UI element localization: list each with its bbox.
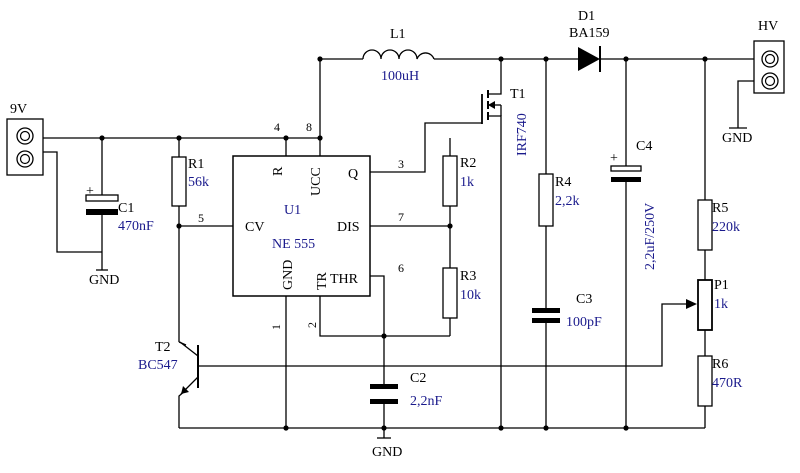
ic-pin-tr-label: TR bbox=[315, 271, 330, 290]
ic-ref-label: U1 bbox=[284, 203, 301, 218]
pin-number-6: 6 bbox=[398, 261, 404, 275]
r5-value: 220k bbox=[712, 220, 740, 235]
d1-value: BA159 bbox=[569, 26, 609, 41]
wires bbox=[43, 58, 754, 438]
r6-value: 470R bbox=[712, 376, 743, 391]
diode-d1 bbox=[578, 46, 601, 72]
c1-polarity: + bbox=[86, 184, 94, 199]
ground-label-hv: GND bbox=[722, 131, 752, 146]
pin-number-3: 3 bbox=[398, 157, 404, 171]
pin-number-1: 1 bbox=[269, 324, 283, 330]
c2-value: 2,2nF bbox=[410, 394, 443, 409]
pin-number-8: 8 bbox=[306, 120, 312, 134]
r3-value: 10k bbox=[460, 288, 481, 303]
input-connector-label: 9V bbox=[10, 102, 27, 117]
output-connector-label: HV bbox=[758, 19, 778, 34]
output-connector-hv bbox=[753, 40, 785, 94]
r4-value: 2,2k bbox=[555, 194, 580, 209]
r6-ref: R6 bbox=[712, 357, 728, 372]
t2-value: BC547 bbox=[138, 358, 178, 373]
resistor-r5 bbox=[697, 199, 713, 251]
capacitor-c3 bbox=[532, 308, 560, 323]
ic-part-label: NE 555 bbox=[272, 237, 315, 252]
ground-label-c2: GND bbox=[372, 445, 402, 460]
ic-pin-r-label: R bbox=[271, 166, 286, 176]
r2-ref: R2 bbox=[460, 156, 476, 171]
c4-polarity: + bbox=[610, 151, 618, 166]
t1-value: IRF740 bbox=[515, 113, 530, 156]
t1-ref: T1 bbox=[510, 87, 526, 102]
ic-pin-q-label: Q bbox=[348, 167, 358, 182]
resistor-r3 bbox=[442, 267, 458, 319]
inductor-l1 bbox=[362, 49, 435, 60]
ground-label-c1: GND bbox=[89, 273, 119, 288]
ic-pin-gnd-label: GND bbox=[281, 260, 296, 290]
d1-ref: D1 bbox=[578, 9, 595, 24]
mosfet-t1 bbox=[481, 84, 502, 124]
r5-ref: R5 bbox=[712, 201, 728, 216]
ic-ne555-body bbox=[232, 155, 371, 297]
c2-ref: C2 bbox=[410, 371, 426, 386]
capacitor-c4 bbox=[610, 165, 642, 182]
l1-value: 100uH bbox=[381, 69, 419, 84]
ic-pin-dis-label: DIS bbox=[337, 220, 360, 235]
ic-pin-cv-label: CV bbox=[245, 220, 264, 235]
c3-ref: C3 bbox=[576, 292, 592, 307]
l1-ref: L1 bbox=[390, 27, 406, 42]
pin-number-4: 4 bbox=[274, 120, 280, 134]
ic-pin-ucc-label: UCC bbox=[309, 167, 324, 196]
r1-value: 56k bbox=[188, 175, 209, 190]
transistor-t2 bbox=[179, 341, 199, 395]
r4-ref: R4 bbox=[555, 175, 571, 190]
c1-value: 470nF bbox=[118, 219, 154, 234]
resistor-r2 bbox=[442, 155, 458, 207]
resistor-r1 bbox=[171, 156, 187, 207]
r1-ref: R1 bbox=[188, 157, 204, 172]
potentiometer-p1 bbox=[686, 279, 713, 331]
c4-ref: C4 bbox=[636, 139, 652, 154]
input-connector-9v bbox=[6, 118, 44, 176]
pin-number-2: 2 bbox=[305, 322, 319, 328]
c3-value: 100pF bbox=[566, 315, 602, 330]
capacitor-c1 bbox=[85, 194, 119, 215]
t2-ref: T2 bbox=[155, 340, 171, 355]
c4-value: 2,2uF/250V bbox=[643, 203, 658, 270]
capacitor-c2 bbox=[370, 384, 398, 404]
resistor-r4 bbox=[538, 173, 554, 227]
pin-number-7: 7 bbox=[398, 210, 404, 224]
p1-value: 1k bbox=[714, 297, 728, 312]
c1-ref: C1 bbox=[118, 201, 134, 216]
p1-ref: P1 bbox=[714, 278, 729, 293]
resistor-r6 bbox=[697, 355, 713, 407]
r2-value: 1k bbox=[460, 175, 474, 190]
junction-dots bbox=[99, 56, 708, 431]
ic-pin-thr-label: THR bbox=[330, 272, 359, 287]
r3-ref: R3 bbox=[460, 269, 476, 284]
pin-number-5: 5 bbox=[198, 211, 204, 225]
